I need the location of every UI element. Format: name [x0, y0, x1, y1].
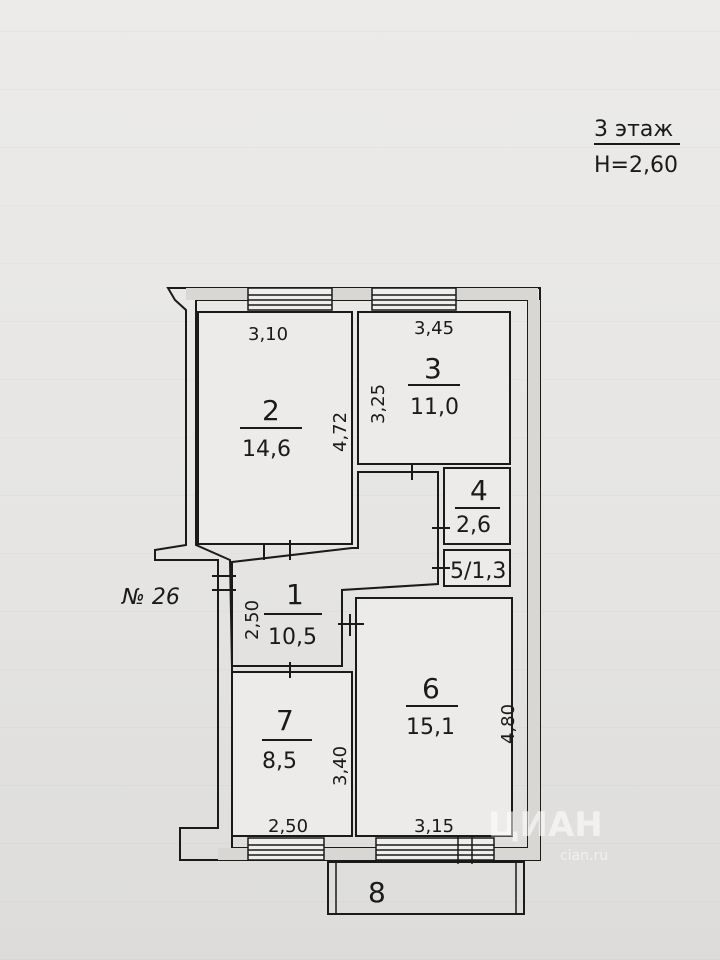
window-top-left: [247, 287, 333, 311]
room-2-outline: [197, 311, 353, 545]
room-1-number: 1: [286, 578, 304, 611]
room-3-area: 11,0: [410, 395, 459, 420]
room-2-length: 4,72: [330, 412, 351, 452]
room-4-outline: [443, 467, 511, 545]
room-8-number: 8: [368, 876, 386, 909]
room-3-number: 3: [424, 352, 442, 385]
apartment-number: № 26: [121, 585, 180, 610]
room-6-width: 3,15: [414, 816, 454, 837]
room-7-outline: [231, 671, 353, 837]
window-top-right: [371, 287, 457, 311]
room-6-length: 4,80: [498, 704, 519, 744]
room-1-width: 2,50: [242, 600, 263, 640]
room-7-area: 8,5: [262, 749, 297, 774]
room-3-length: 3,25: [368, 384, 389, 424]
room-7-number: 7: [276, 704, 294, 737]
room-6-outline: [355, 597, 513, 837]
room-5-label: 5/1,3: [450, 559, 506, 584]
room-6-area: 15,1: [406, 715, 455, 740]
watermark-brand: ЦИАН: [488, 805, 603, 845]
room-3-width: 3,45: [414, 318, 454, 339]
room-7-width: 2,50: [268, 816, 308, 837]
room-2-area: 14,6: [242, 437, 291, 462]
window-bottom-right: [375, 836, 495, 864]
room-6-number: 6: [422, 672, 440, 705]
room-3-outline: [357, 311, 511, 465]
room-2-width: 3,10: [248, 324, 288, 345]
window-bottom-left: [247, 837, 325, 861]
room-4-area: 2,6: [456, 513, 491, 538]
room-4-number: 4: [470, 474, 488, 507]
floor-label: 3 этаж: [594, 117, 673, 142]
ceiling-height-label: H=2,60: [594, 153, 678, 178]
room-2-number: 2: [262, 394, 280, 427]
room-7-length: 3,40: [330, 746, 351, 786]
room-8-outline: [327, 861, 525, 915]
watermark-sub: cian.ru: [560, 848, 608, 864]
room-1-area: 10,5: [268, 625, 317, 650]
room-5-outline: [443, 549, 511, 587]
